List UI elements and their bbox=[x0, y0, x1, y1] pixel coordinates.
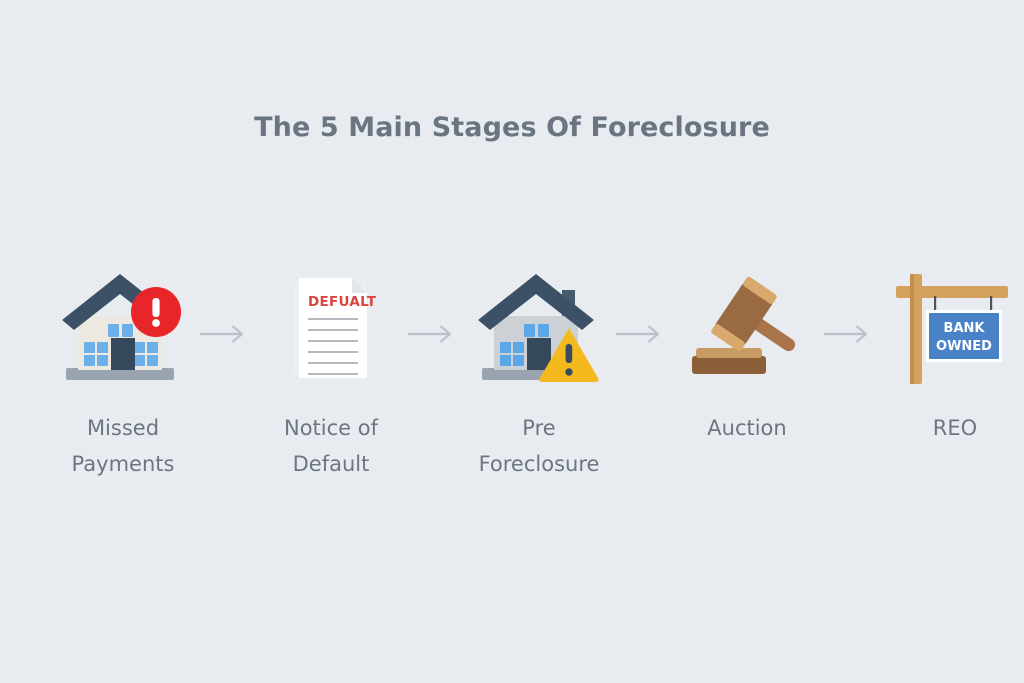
stage-notice-of-default: DEFUALT Notice of Default bbox=[256, 268, 406, 482]
stage-label-notice-of-default: Notice of Default bbox=[283, 416, 378, 477]
stage-label-reo: REO bbox=[932, 416, 978, 440]
arrow-right-icon bbox=[822, 268, 880, 388]
default-notice-document-icon: DEFUALT bbox=[266, 268, 396, 388]
foreclosure-stage-flow: Missed Payments DEFUALT bbox=[48, 268, 1008, 498]
stage-label-pre-foreclosure: Pre Foreclosure bbox=[478, 416, 600, 477]
stage-missed-payments: Missed Payments bbox=[48, 268, 198, 482]
sign-text-line-2: OWNED bbox=[936, 339, 992, 354]
sign-text-line-1: BANK bbox=[944, 321, 986, 336]
bank-owned-sign-icon: BANK OWNED bbox=[890, 268, 1020, 388]
house-with-warning-triangle-icon bbox=[474, 268, 604, 388]
stage-label-auction: Auction bbox=[707, 416, 787, 440]
arrow-right-icon bbox=[198, 268, 256, 388]
stage-auction: Auction bbox=[672, 268, 822, 446]
stage-reo: BANK OWNED REO bbox=[880, 268, 1024, 446]
arrow-right-icon bbox=[406, 268, 464, 388]
gavel-icon bbox=[682, 268, 812, 388]
document-heading-text: DEFUALT bbox=[308, 294, 377, 310]
arrow-right-icon bbox=[614, 268, 672, 388]
stage-label-missed-payments: Missed Payments bbox=[71, 416, 175, 477]
stage-pre-foreclosure: Pre Foreclosure bbox=[464, 268, 614, 482]
house-with-red-alert-icon bbox=[58, 268, 188, 388]
page-title: The 5 Main Stages Of Foreclosure bbox=[254, 112, 770, 143]
